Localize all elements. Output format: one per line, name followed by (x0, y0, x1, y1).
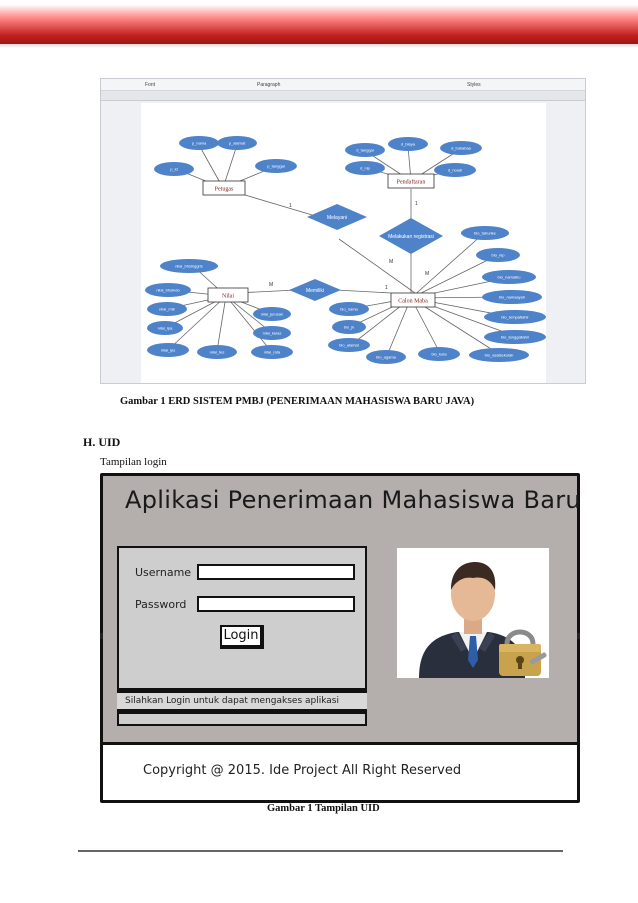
erd-diagram: Petugas Pendaftaran Nilai Calon Maba Mel… (145, 136, 546, 364)
password-label: Password (135, 598, 187, 611)
footer-rule (78, 850, 563, 852)
erd-attribute-label: bio_jk (344, 325, 354, 330)
erd-diagram-page: Petugas Pendaftaran Nilai Calon Maba Mel… (141, 103, 546, 383)
erd-attribute-label: nilai_rata (264, 350, 281, 355)
section-subtext: Tampilan login (100, 456, 167, 468)
word-ribbon: Font Paragraph Styles (101, 79, 585, 91)
word-ruler (101, 91, 585, 101)
resize-handle-left (100, 633, 103, 639)
login-button[interactable]: Login (220, 625, 264, 649)
erd-attribute-label: bio_tempatlahir (501, 315, 529, 320)
businessman-with-padlock-icon (397, 548, 549, 678)
erd-relation-melakukan-label: Melakukan registrasi (388, 234, 434, 240)
erd-attribute-label: bio_agama (376, 355, 397, 360)
erd-attribute-label: nilai_kelas (263, 331, 282, 336)
erd-entity-pendaftaran (387, 173, 435, 189)
erd-entity-petugas-label: Petugas (215, 187, 234, 193)
erd-attribute-label: d_tanggal (356, 148, 374, 153)
erd-attribute-label: bio_nama (340, 307, 358, 312)
erd-entity-nilai-label: Nilai (222, 294, 234, 300)
erd-attribute-label: bio_tanggallahir (501, 335, 530, 340)
login-message: Silahkan Login untuk dapat mengakses apl… (117, 688, 367, 714)
erd-attribute-label: bio_asalsekolah (485, 353, 514, 358)
erd-attribute-label: nilai_mtk (159, 307, 175, 312)
erd-attribute-label: d_biaya (401, 142, 416, 147)
erd-attribute-label: nilai_bhsindo (156, 288, 180, 293)
erd-entity-petugas (202, 180, 246, 196)
erd-screenshot: Font Paragraph Styles (100, 78, 586, 384)
header-banner (0, 0, 638, 44)
erd-relation-melakukan (379, 218, 443, 254)
erd-attribute-label: nilai_tes (210, 350, 225, 355)
ribbon-paragraph-label: Paragraph (257, 82, 281, 88)
erd-attribute-label: nilai_ips (161, 348, 175, 353)
erd-relation-memiliki (289, 279, 341, 301)
erd-attribute-label: nilai_ipa (158, 326, 173, 331)
erd-attribute-label: p_nama (192, 141, 207, 146)
erd-entity-calon-maba-label: Calon Maba (398, 299, 428, 305)
erd-attribute-label: bio_tahunke (474, 231, 497, 236)
erd-entity-nilai (207, 287, 249, 303)
erd-attribute-label: d_bukabaa (451, 146, 472, 151)
section-heading: H. UID (83, 435, 121, 449)
erd-attribute-label: bio_namaayah (499, 295, 525, 300)
erd-attribute-label: bio_kota (431, 352, 447, 357)
erd-attribute-label: d_noadi (448, 168, 462, 173)
erd-attribute-label: bio_namaibu (498, 275, 521, 280)
erd-entity-pendaftaran-label: Pendaftaran (397, 179, 426, 186)
erd-attribute-label: p_id (170, 167, 178, 172)
copyright-footer: Copyright @ 2015. Ide Project All Right … (103, 742, 577, 800)
erd-cardinality: M (389, 259, 393, 265)
erd-cardinality: M (269, 282, 273, 288)
username-label: Username (135, 566, 192, 579)
header-banner-shadow (0, 44, 638, 48)
erd-attribute-label: d_nip (360, 166, 371, 171)
erd-cardinality: 1 (415, 201, 418, 207)
erd-attribute-label: bio_alamat (339, 343, 359, 348)
erd-cardinality: 1 (289, 203, 292, 209)
uid-caption: Gambar 1 Tampilan UID (267, 803, 380, 814)
erd-relation-memiliki-label: Memiliki (306, 288, 324, 294)
password-input[interactable] (197, 596, 355, 612)
erd-attribute-label: p_tanggal (267, 164, 285, 169)
erd-relation-melayani (307, 204, 367, 230)
username-input[interactable] (197, 564, 355, 580)
erd-cardinality: 1 (385, 285, 388, 291)
copyright-text: Copyright @ 2015. Ide Project All Right … (143, 763, 462, 778)
erd-cardinality: M (425, 271, 429, 277)
erd-relation-melayani-label: Melayani (327, 215, 347, 221)
erd-attribute-label: p_alamat (229, 141, 246, 146)
ribbon-styles-label: Styles (467, 82, 481, 88)
resize-handle-right (577, 633, 580, 639)
erd-entity-calon-maba (390, 292, 436, 308)
uid-login-mockup: Aplikasi Penerimaan Mahasiswa Baru Usern… (100, 473, 581, 803)
erd-attribute-label: nilai_jurusan (261, 312, 283, 317)
ribbon-font-label: Font (145, 82, 156, 88)
app-title: Aplikasi Penerimaan Mahasiswa Baru (125, 486, 581, 514)
erd-attribute-label: nilai_bhsinggris (175, 264, 203, 269)
erd-attribute-label: bio_nip (492, 253, 506, 258)
erd-caption: Gambar 1 ERD SISTEM PMBJ (PENERIMAAN MAH… (120, 396, 475, 407)
